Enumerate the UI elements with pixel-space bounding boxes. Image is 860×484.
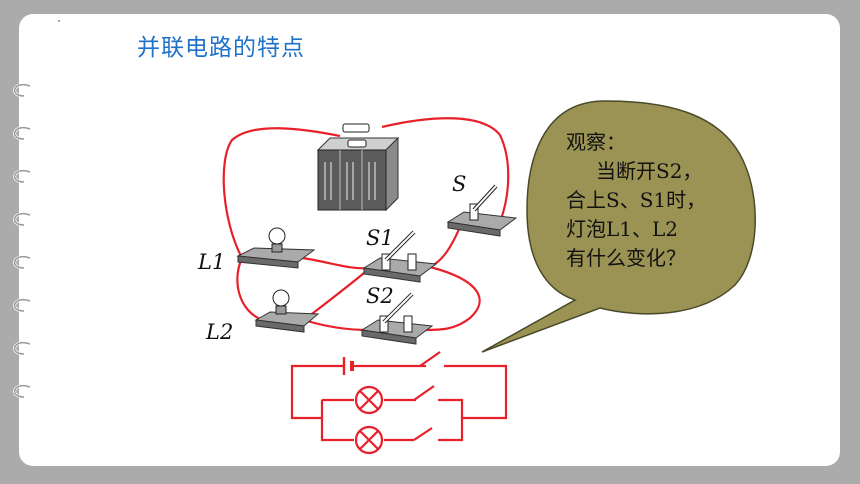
corner-dot (58, 20, 60, 22)
binder-rings (13, 83, 53, 399)
wire (423, 265, 481, 332)
wire (301, 256, 371, 270)
schematic-switch (419, 351, 441, 367)
bulb-l2-icon (254, 289, 320, 333)
schematic-lamp-icon (354, 385, 384, 415)
label-s2: S2 (366, 284, 394, 308)
label-s1: S1 (366, 226, 394, 250)
schematic-wire (290, 364, 344, 420)
schematic-wire (438, 398, 464, 442)
wire (236, 257, 263, 322)
switch-s-icon (446, 184, 518, 237)
schematic-lamp-icon (354, 425, 384, 455)
wire (381, 117, 510, 223)
bubble-text: 观察： 当断开S2， 合上S、S1时， 灯泡L1、L2 有什么变化？ (566, 128, 756, 273)
schematic-wire (444, 364, 508, 420)
schematic-wire (320, 400, 354, 442)
bubble-line: 有什么变化？ (566, 246, 686, 270)
label-l1: L1 (198, 250, 226, 274)
bulb-l1-icon (236, 227, 316, 269)
battery-icon (316, 123, 400, 212)
schematic-battery-icon (342, 357, 354, 375)
bubble-line: 当断开S2， (596, 159, 703, 183)
label-l2: L2 (206, 320, 234, 344)
bubble-line: 观察： (566, 130, 626, 154)
schematic-switch (413, 427, 433, 441)
wire (222, 127, 341, 259)
schematic (290, 351, 508, 455)
label-s: S (452, 172, 467, 196)
bubble-line: 合上S、S1时， (566, 188, 707, 212)
switch-s2-icon (360, 292, 434, 345)
wire (303, 267, 371, 321)
switch-s1-icon (362, 230, 438, 283)
speech-bubble (481, 100, 756, 353)
schematic-switch (413, 385, 435, 401)
bubble-line: 灯泡L1、L2 (566, 217, 679, 241)
page-title: 并联电路的特点 (137, 35, 305, 61)
wire (303, 318, 369, 332)
